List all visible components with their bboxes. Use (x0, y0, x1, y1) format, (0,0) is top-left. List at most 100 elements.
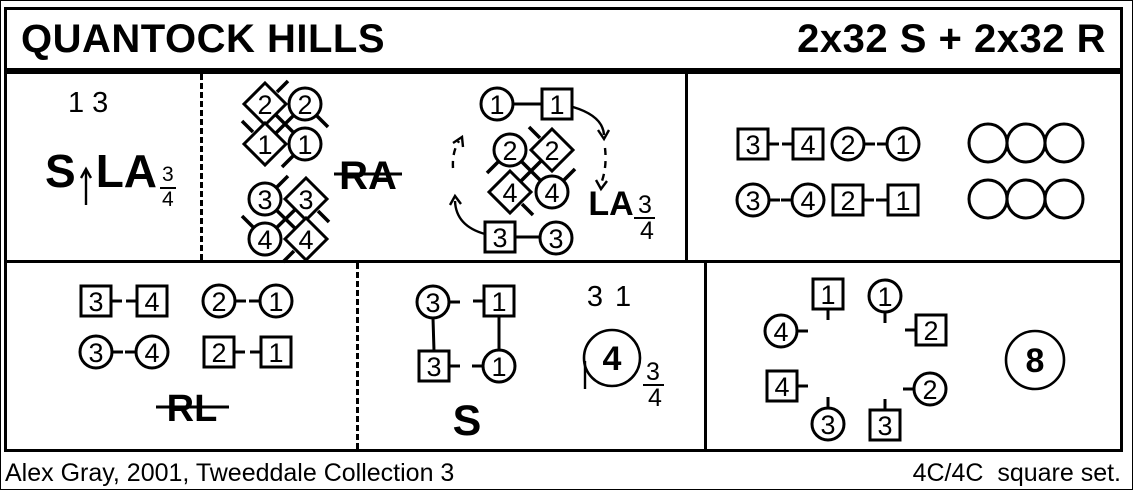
woman-4-number: 4 (800, 186, 815, 216)
ending-positions-panel: 3 4 2 1 3 4 2 1 (735, 122, 1085, 220)
man-4-number: 4 (298, 225, 313, 255)
couple-1-standing: 1 1 (479, 86, 574, 122)
woman-3-symbol (78, 334, 114, 370)
facing-pair-3: 3 3 (415, 284, 460, 383)
man-2-symbol (831, 183, 865, 217)
man-1-number: 1 (268, 338, 283, 368)
woman-1-symbol (867, 278, 903, 314)
woman-3-symbol (415, 284, 451, 320)
woman-2-number: 2 (922, 375, 937, 405)
woman-4-symbol (247, 221, 283, 257)
woman-1-number: 1 (895, 130, 910, 160)
circle-symbol (1005, 178, 1047, 220)
woman-2-number: 2 (840, 130, 855, 160)
woman-1-number: 1 (297, 130, 312, 160)
eight-hands-round-symbol: 8 (1004, 329, 1066, 391)
figure-hands-across-panel: 2 2 1 1 3 3 4 4 RA (240, 79, 655, 264)
woman-2-symbol (287, 86, 323, 122)
man-2-number: 2 (840, 186, 855, 216)
square-set-dancers: 1 1 4 2 4 2 3 3 (763, 277, 948, 442)
circle-symbol (967, 122, 1009, 164)
hands-round-count: 8 (1026, 342, 1045, 380)
fraction-numerator: 3 (160, 163, 176, 190)
woman-2-symbol (492, 132, 528, 168)
row-2-dancers: 3 4 2 1 (735, 178, 1085, 220)
man-1-symbol (259, 335, 293, 369)
man-4-symbol (791, 127, 825, 161)
active-couples-label: 1 3 (68, 87, 109, 119)
three-quarters-fraction: 3 4 (160, 163, 176, 211)
set-step-label: S (453, 397, 482, 445)
man-2-number: 2 (923, 316, 938, 346)
left-hands-across-label: LA (95, 145, 158, 197)
figure-set-and-left-hands-across: S LA 3 4 (45, 145, 176, 211)
woman-1-number: 1 (268, 287, 283, 317)
man-4-number: 4 (800, 130, 815, 160)
square-set-panel: 1 1 4 2 4 2 3 3 8 (763, 277, 1066, 442)
woman-3-number: 3 (257, 185, 272, 215)
woman-4-number: 4 (257, 225, 272, 255)
woman-2-number: 2 (502, 136, 517, 166)
credit-line: Alex Gray, 2001, Tweeddale Collection 3 (5, 459, 455, 487)
dance-repeats: 2x32 S + 2x32 R (797, 16, 1106, 61)
la-text: LA (588, 185, 633, 223)
woman-2-number: 2 (297, 90, 312, 120)
man-3-symbol (417, 349, 451, 383)
woman-2-symbol (201, 283, 237, 319)
man-4-symbol (765, 369, 799, 403)
man-4-number: 4 (144, 287, 159, 317)
hands-round-count: 4 (603, 340, 622, 378)
woman-4-symbol (134, 334, 170, 370)
man-1-symbol (811, 277, 845, 311)
man-3-number: 3 (88, 287, 103, 317)
man-4-number: 4 (774, 372, 789, 402)
panel-row2-right-box (704, 260, 1123, 452)
woman-1-symbol (258, 283, 294, 319)
circle-symbol (967, 178, 1009, 220)
strathspey-step-label: S (45, 145, 76, 197)
woman-4-number: 4 (544, 178, 559, 208)
man-1-number: 1 (820, 280, 835, 310)
woman-3-symbol (810, 406, 846, 442)
woman-1-symbol (479, 86, 515, 122)
man-3-number: 3 (745, 130, 760, 160)
circle-symbol (1043, 178, 1085, 220)
fraction-denominator: 4 (648, 384, 662, 412)
man-1-symbol (482, 284, 516, 318)
woman-1-symbol (481, 348, 517, 384)
woman-3-symbol (735, 182, 771, 218)
left-hands-across-cluster-24: 2 2 4 4 (485, 125, 577, 217)
man-4-number: 4 (502, 178, 517, 208)
woman-3-symbol (247, 181, 283, 217)
man-3-number: 3 (426, 352, 441, 382)
man-3-number: 3 (298, 185, 313, 215)
fraction-numerator: 3 (638, 191, 652, 219)
man-2-number: 2 (544, 136, 559, 166)
man-2-number: 2 (211, 338, 226, 368)
man-4-symbol (282, 215, 330, 263)
right-hands-across-cluster-12: 2 2 1 1 (240, 79, 330, 169)
woman-2-symbol (830, 126, 866, 162)
right-hands-across-cluster-34: 3 3 4 4 (240, 174, 331, 264)
header-bar: QUANTOCK HILLS 2x32 S + 2x32 R (4, 7, 1123, 71)
man-1-number: 1 (895, 186, 910, 216)
woman-1-number: 1 (489, 90, 504, 120)
woman-4-symbol (763, 313, 799, 349)
woman-3-number: 3 (88, 338, 103, 368)
man-1-symbol (241, 120, 289, 168)
man-4-symbol (135, 284, 169, 318)
man-3-symbol (868, 408, 902, 442)
woman-1-symbol (885, 126, 921, 162)
man-3-symbol (79, 284, 113, 318)
ra-text: RA (339, 154, 397, 198)
man-3-symbol (736, 127, 770, 161)
dance-title: QUANTOCK HILLS (21, 16, 386, 61)
bar-phrase-divider-row2 (356, 263, 359, 449)
row-2-dancers: 3 4 2 1 (78, 334, 293, 370)
rl-text: RL (167, 388, 218, 430)
figure-label-left-hands-across: LA 3 4 (588, 185, 655, 245)
set-and-circle-panel: 3 3 1 1 S 3 1 4 3 4 (415, 281, 664, 445)
woman-3-number: 3 (820, 410, 835, 440)
woman-1-symbol (287, 126, 323, 162)
woman-4-symbol (534, 174, 570, 210)
